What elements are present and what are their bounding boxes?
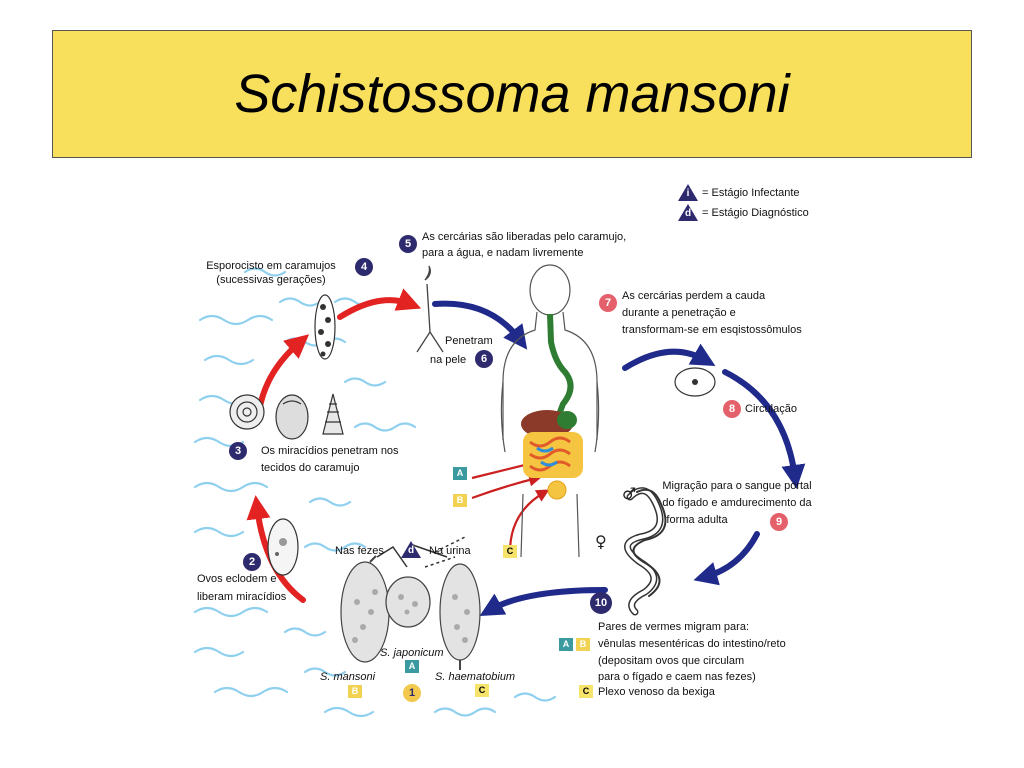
step-2-line-2: liberam miracídios: [197, 591, 287, 603]
japonicum-label: S. japonicum: [380, 647, 444, 659]
egg-feces-label: Nas fezes: [335, 545, 384, 557]
step-10-line-4: para o fígado e caem nas fezes): [598, 671, 756, 683]
step-3-line-1: Os miracídios penetram nos: [261, 445, 399, 457]
step-9-line-3: forma adulta: [666, 514, 728, 526]
step-2-line-1: Ovos eclodem e: [197, 573, 277, 585]
step-10-route-b: B: [576, 638, 590, 651]
legend-infective-text: = Estágio Infectante: [702, 187, 800, 199]
digestive-tract: [521, 313, 583, 500]
diagnostic-eggs-icon: d: [401, 541, 421, 558]
sporocyst: [314, 294, 336, 360]
step-4-line-2: (sucessivas gerações): [216, 274, 326, 286]
step-9-line-2: do fígado e amdurecimento da: [662, 497, 812, 509]
infective-stage-icon: i: [678, 184, 698, 201]
step-1-badge: 1: [403, 684, 421, 702]
step-3-badge: 3: [229, 442, 247, 460]
cercaria: [416, 265, 444, 353]
step-8-text: Circulação: [745, 403, 797, 415]
step-3-line-2: tecidos do caramujo: [261, 462, 360, 474]
step-4-line-1: Esporocisto em caramujos: [206, 260, 336, 272]
title-banner: Schistossoma mansoni: [52, 30, 972, 158]
step-4-badge: 4: [355, 258, 373, 276]
step-9-badge: 9: [770, 513, 788, 531]
miracidium: [267, 518, 299, 576]
egg-urine-label: Na urina: [429, 545, 471, 557]
step-10-route-a: A: [559, 638, 573, 651]
japonicum-route-a: A: [405, 660, 419, 673]
blue-cycle-arrows: [432, 300, 806, 616]
step-7-line-1: As cercárias perdem a cauda: [622, 290, 766, 302]
step-5-line-2: para a água, e nadam livremente: [422, 247, 584, 259]
step-9-line-1: Migração para o sangue portal: [662, 480, 812, 492]
haematobium-label: S. haematobium: [435, 671, 516, 683]
step-8-badge: 8: [723, 400, 741, 418]
step-10-line-1: Pares de vermes migram para:: [598, 621, 749, 633]
step-2-badge: 2: [243, 553, 261, 571]
male-symbol-icon: ♂: [622, 484, 637, 503]
step-6-line-1: Penetram: [445, 335, 493, 347]
route-c-marker: C: [503, 545, 517, 558]
step-10-badge: 10: [590, 592, 612, 614]
step-5-line-1: As cercárias são liberadas pelo caramujo…: [422, 231, 627, 243]
diagnostic-stage-icon: d: [678, 204, 698, 221]
step-7-badge: 7: [599, 294, 617, 312]
legend-diagnostic-text: = Estágio Diagnóstico: [702, 207, 809, 219]
mansoni-label: S. mansoni: [320, 671, 376, 683]
eggs: [340, 555, 481, 670]
step-7-line-3: transformam-se em esqistossômulos: [622, 324, 802, 336]
step-10-line-3: (depositam ovos que circulam: [598, 655, 745, 667]
human-body: [500, 264, 600, 558]
step-10-route-c: C: [579, 685, 593, 698]
lifecycle-drawing: [193, 264, 806, 718]
adult-worms: [624, 487, 667, 616]
haematobium-route-c: C: [475, 684, 489, 697]
step-10-line-2: vênulas mesentéricas do intestino/reto: [598, 638, 786, 650]
step-6-badge: 6: [475, 350, 493, 368]
snails: [229, 393, 344, 440]
route-b-marker: B: [453, 494, 467, 507]
step-5-badge: 5: [399, 235, 417, 253]
step-7-line-2: durante a penetração e: [622, 307, 736, 319]
schistosomulum: [674, 367, 716, 397]
route-a-marker: A: [453, 467, 467, 480]
female-symbol-icon: ♀: [595, 532, 607, 551]
page-title: Schistossoma mansoni: [234, 64, 790, 124]
step-10-line-5: Plexo venoso da bexiga: [598, 686, 715, 698]
step-6-line-2: na pele: [430, 354, 467, 366]
lifecycle-diagram: i = Estágio Infectante d = Estágio Diagn…: [185, 172, 875, 732]
mansoni-route-b: B: [348, 685, 362, 698]
water-waves: [193, 267, 557, 718]
